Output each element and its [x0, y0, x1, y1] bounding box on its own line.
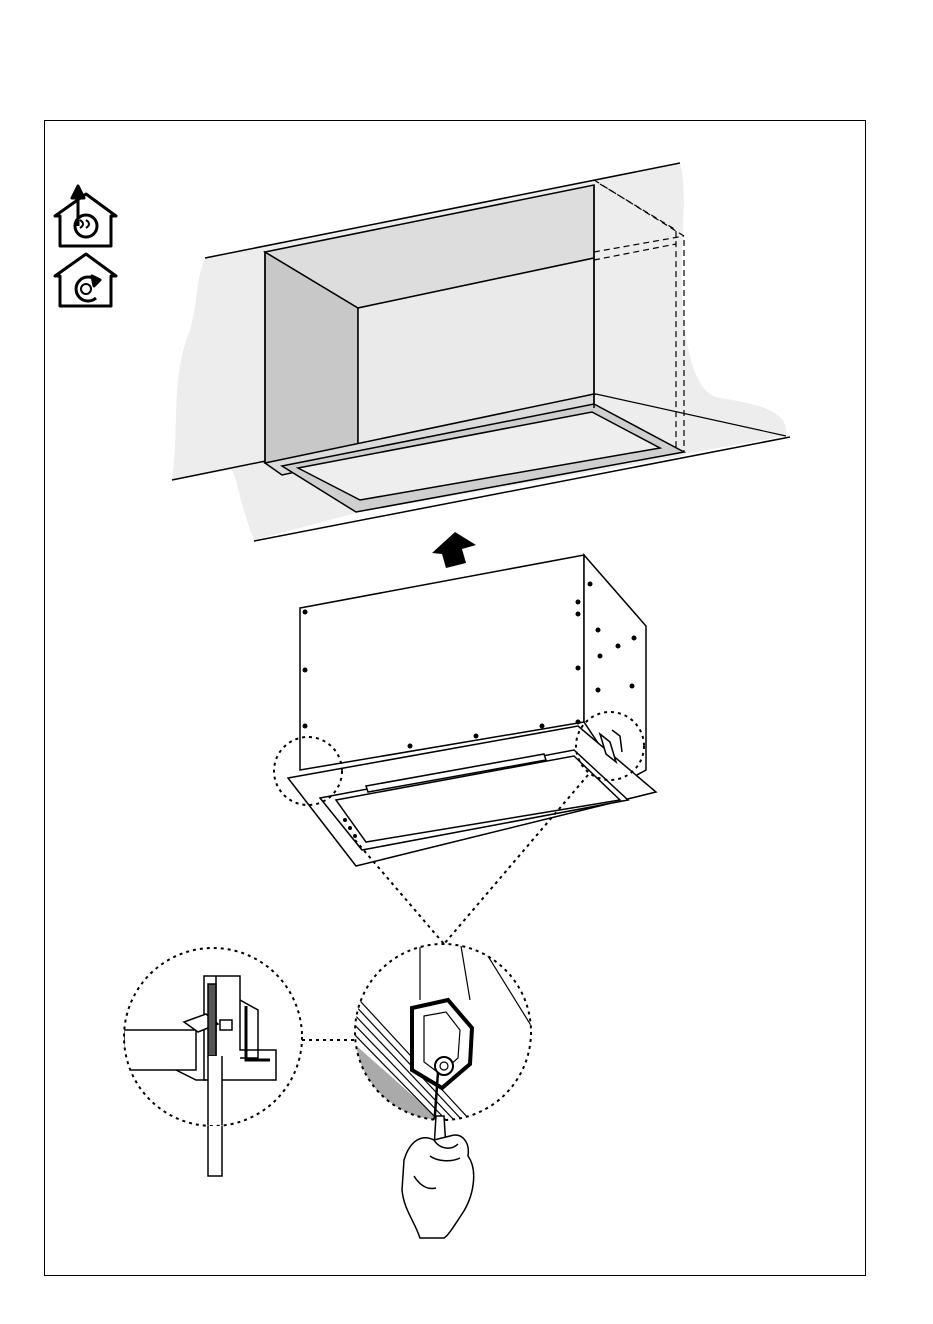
left-bracket-detail-callout: [124, 948, 302, 1176]
screw-fixing-detail-callout: [350, 940, 540, 1238]
recirculation-icon: [55, 254, 116, 306]
ducted-extraction-icon: [55, 186, 116, 246]
wall-cabinet-illustration: [172, 163, 790, 541]
hand-with-screwdriver: [402, 1116, 474, 1238]
hood-unit-illustration: [288, 555, 656, 866]
up-arrow-icon: [432, 532, 476, 568]
